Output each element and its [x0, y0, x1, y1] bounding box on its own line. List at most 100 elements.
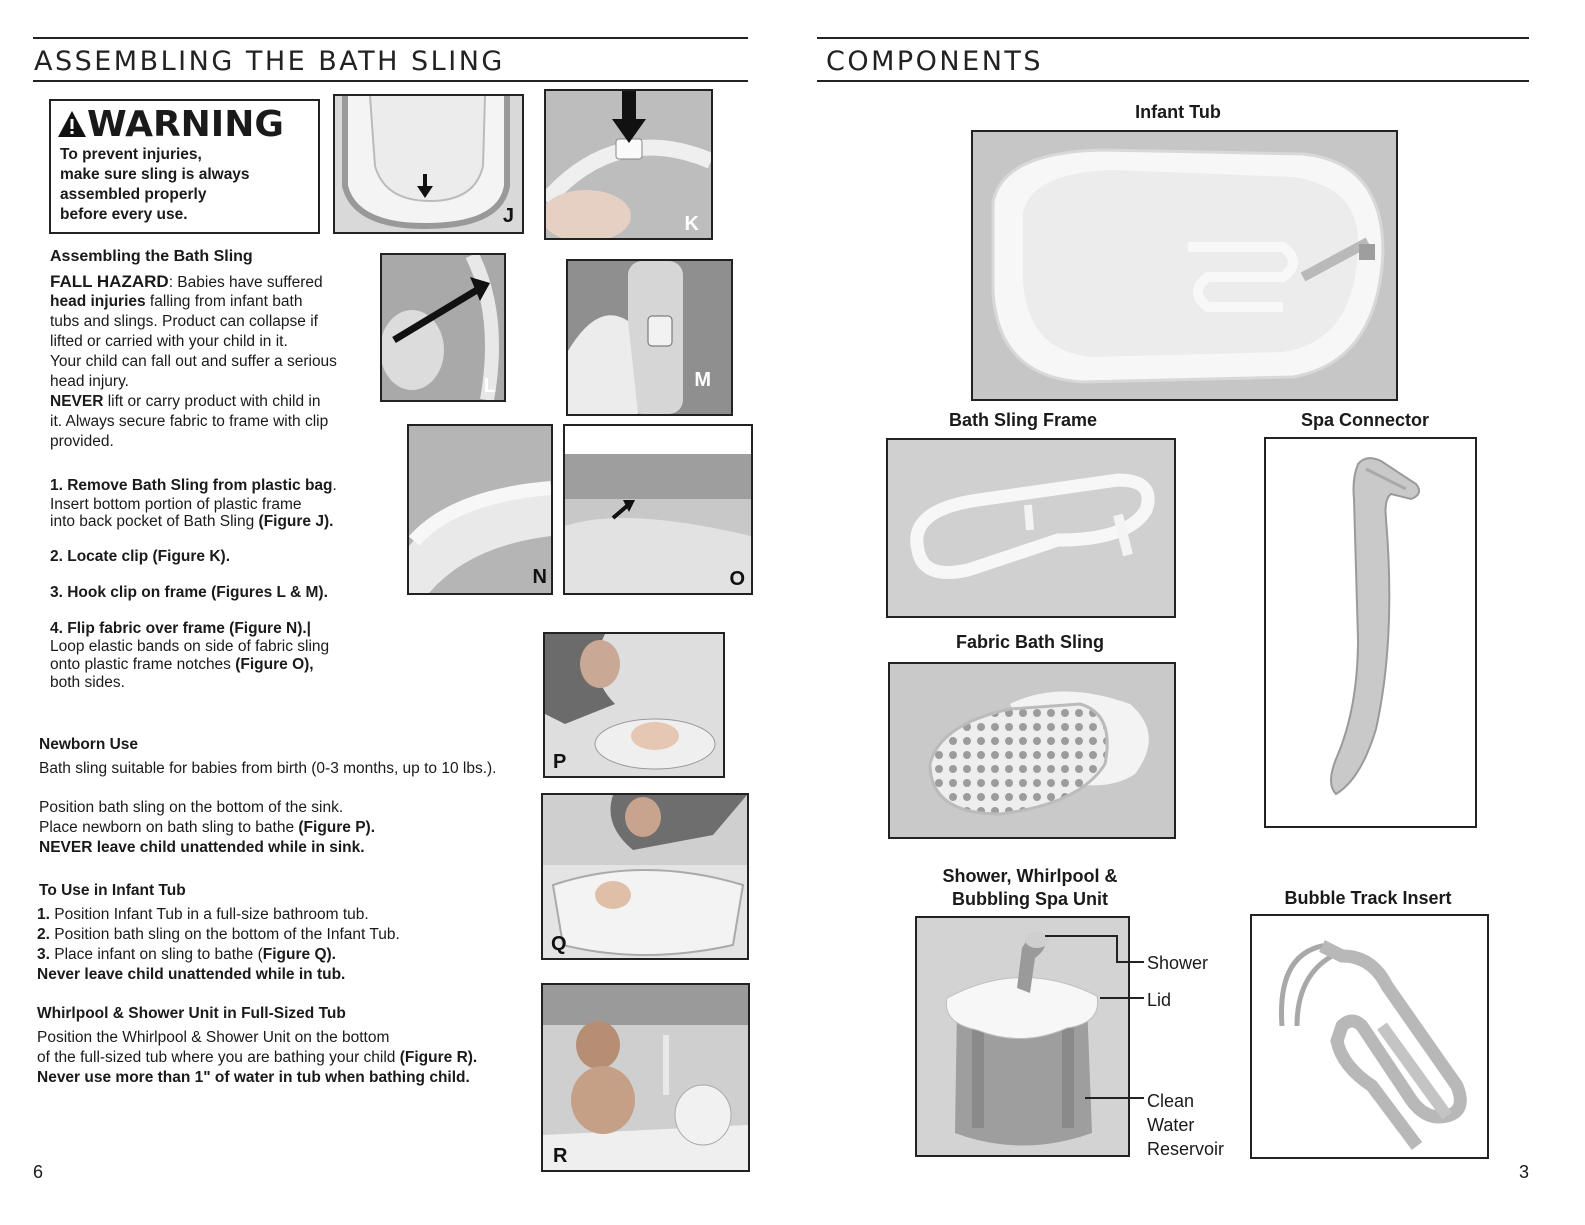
bath-sling-frame-title: Bath Sling Frame [948, 410, 1098, 430]
warning-icon [58, 111, 86, 137]
infant-tub-step-1: 1. Position Infant Tub in a full-size ba… [37, 905, 369, 925]
step-4-figure-ref: (Figure O), [235, 656, 314, 673]
hazard-line: lifted or carried with your child in it. [50, 333, 288, 350]
figure-n-photo [409, 426, 551, 593]
figure-q-label: Q [551, 933, 567, 955]
step-3-title: 3. Hook clip on frame [50, 584, 212, 601]
bubble-track-image [1250, 914, 1489, 1159]
figure-m: M [566, 259, 733, 416]
step-text: Position bath sling on the bottom of the… [49, 926, 400, 943]
whirlpool-warning: Never use more than 1" of water in tub w… [37, 1069, 470, 1086]
spa-connector-image [1264, 437, 1477, 828]
step-2: 2. Locate clip (Figure K). [50, 548, 230, 565]
figure-q: Q [541, 793, 749, 960]
newborn-line-1: Bath sling suitable for babies from birt… [39, 760, 497, 777]
step-4-title: 4. Flip fabric over frame (Figure N).| [50, 620, 312, 637]
shower-callout-line-v [1116, 935, 1118, 962]
spa-unit-photo [917, 918, 1128, 1155]
page-number-left: 6 [33, 1162, 44, 1182]
step-4-text: onto plastic frame notches [50, 656, 236, 673]
bubble-track-title: Bubble Track Insert [1284, 888, 1452, 908]
warning-line: before every use. [60, 206, 188, 223]
heading-rule-right [817, 80, 1529, 82]
reservoir-line: Clean [1147, 1091, 1195, 1111]
infant-tub-photo [973, 132, 1396, 399]
shower-callout-line-h [1116, 961, 1144, 963]
hazard-line-2: head injuries falling from infant bath [50, 292, 302, 312]
step-1-line-2: Insert bottom portion of plastic frame [50, 496, 302, 513]
step-4-line-3: onto plastic frame notches (Figure O), [50, 655, 314, 675]
infant-tub-title: Infant Tub [1135, 102, 1221, 122]
figure-q-photo [543, 795, 747, 958]
reservoir-callout: Clean Water Reservoir [1147, 1089, 1224, 1161]
step-1-end: . [332, 477, 337, 494]
figure-k-photo [546, 91, 711, 238]
warning-text: To prevent injuries, make sure sling is … [60, 145, 250, 225]
figure-l-label: L [483, 375, 496, 397]
newborn-line-3: Place newborn on bath sling to bathe (Fi… [39, 818, 375, 838]
hazard-text: falling from infant bath [145, 293, 303, 310]
step-1-text: into back pocket of Bath Sling [50, 513, 259, 530]
figure-m-label: M [694, 369, 711, 391]
hazard-line: head injury. [50, 373, 129, 390]
fabric-bath-sling-image [888, 662, 1176, 839]
figure-m-photo [568, 261, 731, 414]
warning-line: assembled properly [60, 186, 207, 203]
step-text: Position Infant Tub in a full-size bathr… [49, 906, 369, 923]
whirlpool-figure-ref: (Figure R). [399, 1049, 478, 1066]
reservoir-callout-line [1085, 1097, 1144, 1099]
page-heading-right: COMPONENTS [826, 46, 1044, 77]
step-4-line-4: both sides. [50, 674, 125, 691]
infant-tub-step-2: 2. Position bath sling on the bottom of … [37, 925, 400, 945]
step-4-line-2: Loop elastic bands on side of fabric sli… [50, 638, 330, 655]
fabric-bath-sling-photo [890, 664, 1174, 837]
spa-unit-title-2: Bubbling Spa Unit [952, 889, 1108, 909]
figure-o-label: O [729, 568, 745, 590]
reservoir-line: Water [1147, 1115, 1195, 1135]
newborn-heading: Newborn Use [39, 736, 139, 753]
heading-rule-left [33, 80, 748, 82]
reservoir-line: Reservoir [1147, 1139, 1225, 1159]
top-rule-right [817, 37, 1529, 39]
newborn-figure-ref: (Figure P). [298, 819, 376, 836]
never-rest: lift or carry product with child in [103, 393, 321, 410]
hazard-line: Your child can fall out and suffer a ser… [50, 353, 337, 370]
figure-o: O [563, 424, 753, 595]
page-heading-left: ASSEMBLING THE BATH SLING [34, 46, 505, 77]
step-1-title: 1. Remove Bath Sling from plastic bag [50, 477, 333, 494]
figure-k: K [544, 89, 713, 240]
step-number: 2. [37, 926, 50, 943]
warning-title: WARNING [57, 105, 284, 145]
page-number-right: 3 [1519, 1162, 1530, 1182]
figure-j: J [333, 94, 524, 234]
spa-unit-title-1: Shower, Whirlpool & [942, 866, 1118, 886]
infant-tub-warning: Never leave child unattended while in tu… [37, 966, 346, 983]
step-number: 1. [37, 906, 50, 923]
step-1-line-3: into back pocket of Bath Sling (Figure J… [50, 512, 333, 532]
hazard-line: tubs and slings. Product can collapse if [50, 313, 318, 330]
never-line: NEVER lift or carry product with child i… [50, 392, 320, 412]
infant-tub-image [971, 130, 1398, 401]
newborn-line-2: Position bath sling on the bottom of the… [39, 799, 344, 816]
step-figure-ref: Figure Q). [262, 946, 336, 963]
whirlpool-line-1: Position the Whirlpool & Shower Unit on … [37, 1029, 390, 1046]
figure-p-label: P [553, 751, 567, 773]
warning-box: WARNING To prevent injuries, make sure s… [49, 99, 320, 234]
warning-line: make sure sling is always [60, 166, 250, 183]
figure-n: N [407, 424, 553, 595]
shower-callout: Shower [1147, 953, 1209, 973]
figure-o-photo [565, 426, 751, 593]
figure-k-label: K [684, 213, 699, 235]
figure-r-photo [543, 985, 748, 1170]
hazard-line-1: FALL HAZARD: Babies have suffered [50, 272, 323, 293]
figure-p-photo [545, 634, 723, 776]
infant-tub-step-3: 3. Place infant on sling to bathe (Figur… [37, 945, 336, 965]
assembling-heading: Assembling the Bath Sling [50, 248, 253, 265]
infant-tub-heading: To Use in Infant Tub [39, 882, 186, 899]
figure-n-label: N [532, 566, 547, 588]
whirlpool-heading: Whirlpool & Shower Unit in Full-Sized Tu… [37, 1005, 346, 1022]
shower-callout-line [1045, 935, 1117, 937]
step-text: Place infant on sling to bathe ( [49, 946, 263, 963]
hazard-text: : Babies have suffered [168, 274, 323, 291]
spa-unit-image [915, 916, 1130, 1157]
